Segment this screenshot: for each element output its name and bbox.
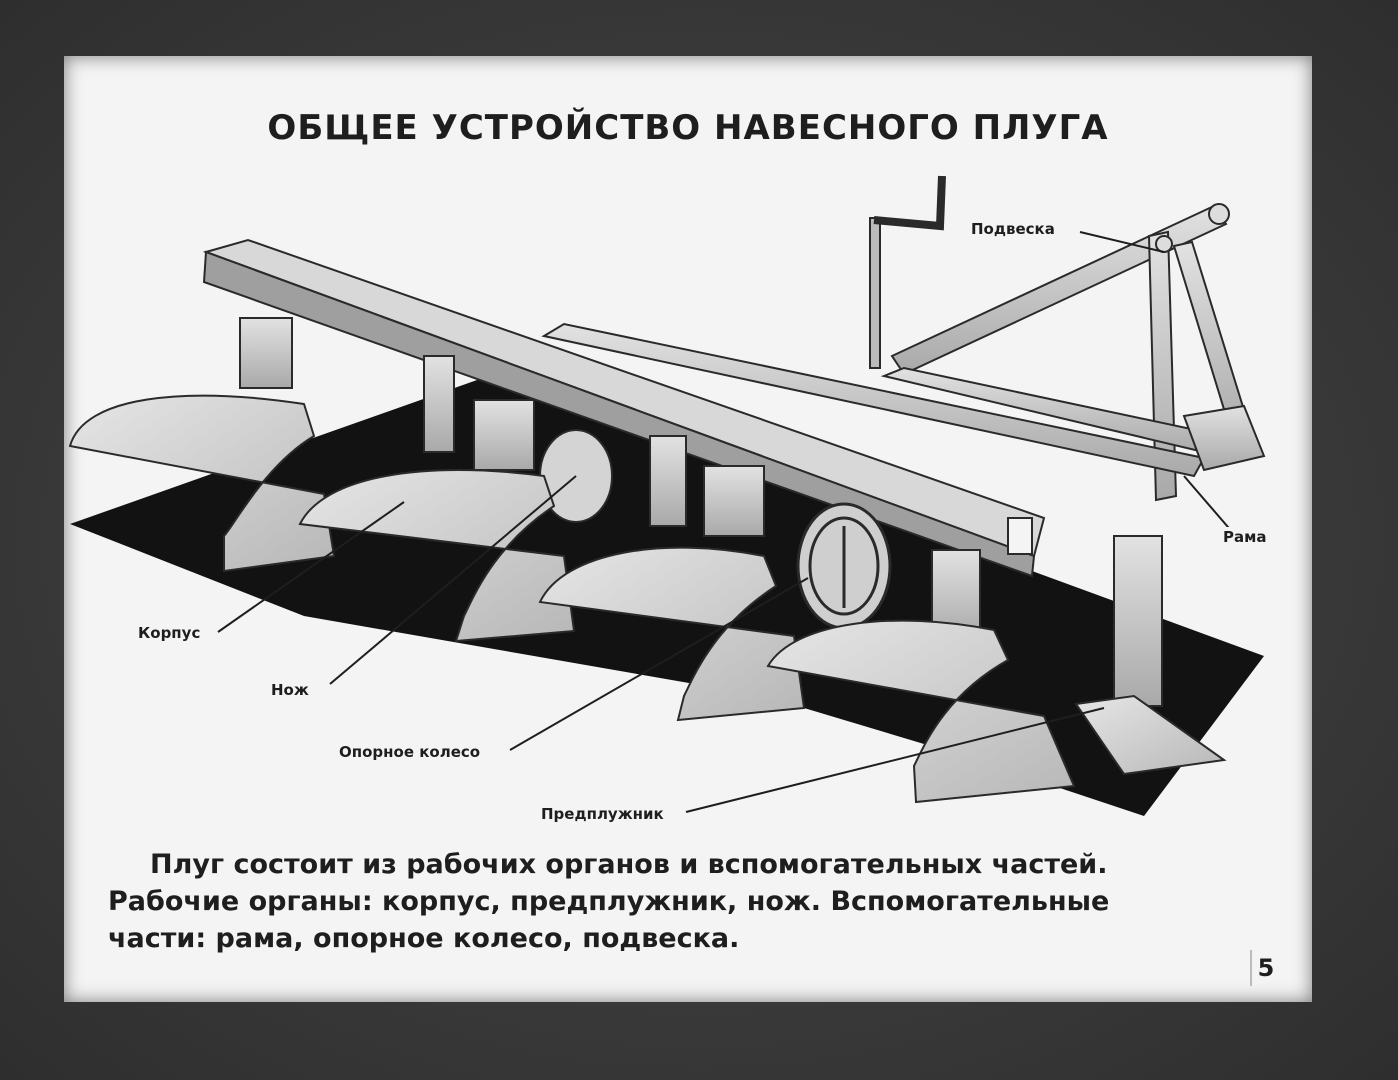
label-rama: Рама: [1220, 527, 1270, 547]
label-predpluzhnik: Предплужник: [538, 804, 667, 824]
page-title: ОБЩЕЕ УСТРОЙСТВО НАВЕСНОГО ПЛУГА: [267, 108, 1109, 148]
support-wheel: [796, 502, 892, 630]
plough-bodies: [68, 394, 1227, 804]
description-line-2: Рабочие органы: корпус, предплужник, нож…: [108, 886, 1110, 917]
suspension: [869, 175, 1256, 502]
label-nozh: Нож: [268, 680, 312, 700]
slide: ОБЩЕЕ УСТРОЙСТВО НАВЕСНОГО ПЛУГА: [64, 56, 1312, 1002]
standards: [239, 317, 1163, 707]
plough-diagram: [68, 175, 1266, 816]
label-korpus: Корпус: [135, 623, 204, 643]
frame-beam: [202, 238, 1046, 578]
label-opornoe-koleso: Опорное колесо: [336, 742, 484, 762]
leader-lines: [217, 231, 1235, 813]
description: Плуг состоит из рабочих органов и вспомо…: [108, 846, 1268, 957]
frame-rear: [541, 322, 1266, 478]
label-podveska: Подвеска: [968, 219, 1058, 239]
description-line-1: Плуг состоит из рабочих органов и вспомо…: [150, 849, 1108, 880]
page-number: 5: [1250, 950, 1280, 986]
description-line-3: части: рама, опорное колесо, подвеска.: [108, 923, 740, 954]
